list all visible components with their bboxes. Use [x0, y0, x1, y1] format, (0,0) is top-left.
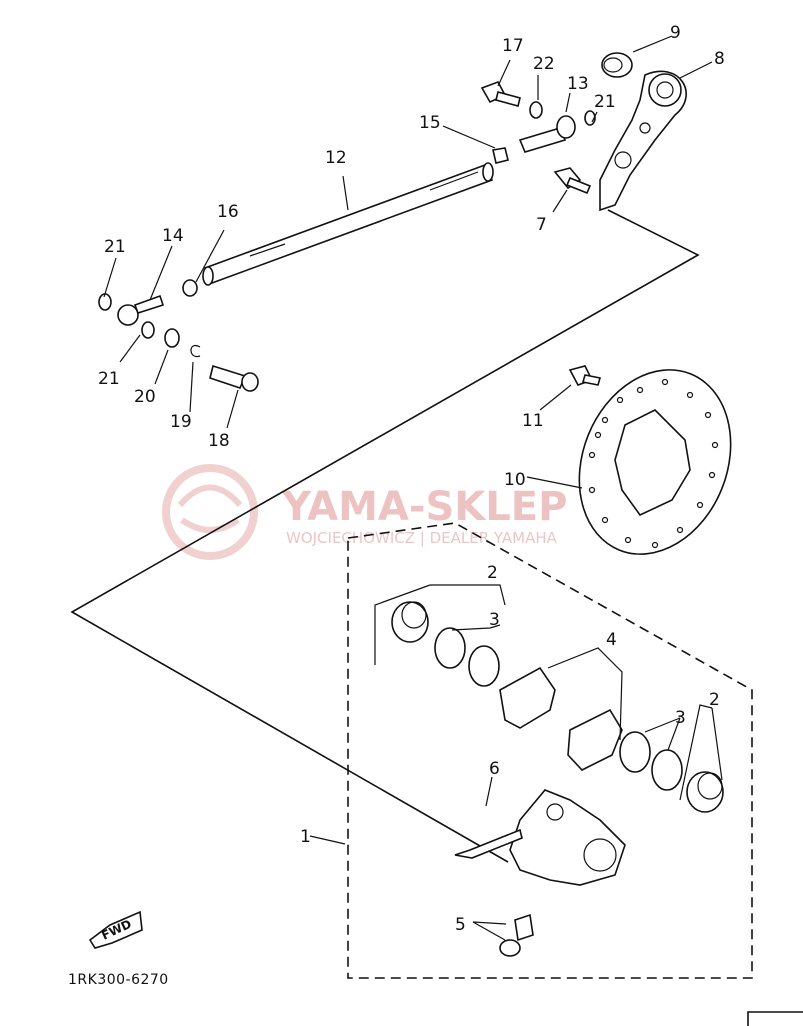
callout-9: 9: [670, 23, 681, 43]
callout-19: 19: [170, 412, 192, 432]
callout-16: 16: [217, 202, 239, 222]
watermark-subtitle: WOJCIECHOWICZ | DEALER YAMAHA: [286, 529, 558, 547]
callout-13: 13: [567, 74, 589, 94]
callout-15: 15: [419, 113, 441, 133]
watermark-title: YAMA-SKLEP: [281, 484, 567, 530]
brake-rod: [202, 162, 494, 286]
callout-5: 5: [455, 915, 466, 935]
callout-21-top: 21: [594, 92, 616, 112]
callout-8: 8: [714, 49, 725, 69]
caliper-body: [454, 789, 626, 957]
upper-hardware: [480, 81, 596, 195]
callout-2-upper: 2: [487, 563, 498, 583]
reference-lines: [70, 209, 700, 863]
brake-lever: [599, 52, 687, 212]
callout-20: 20: [134, 387, 156, 407]
callout-1: 1: [300, 827, 311, 847]
callout-3-lower: 3: [675, 708, 686, 728]
leader-lines: [103, 35, 723, 941]
callout-18: 18: [208, 431, 230, 451]
watermark-logo: [162, 464, 258, 560]
callout-11: 11: [522, 411, 544, 431]
watermark: YAMA-SKLEP WOJCIECHOWICZ | DEALER YAMAHA: [162, 464, 567, 560]
callout-21-left: 21: [104, 237, 126, 257]
callout-4: 4: [606, 630, 617, 650]
callout-3-upper: 3: [489, 610, 500, 630]
corner-mark: [747, 1011, 803, 1026]
caliper-assembly-frame: [347, 522, 753, 979]
diagram-code: 1RK300-6270: [68, 972, 169, 988]
brake-disc: [568, 365, 732, 555]
part-callouts: 9 8 17 22 13 21 15 12 7 16 14 21 21 20 1…: [98, 23, 725, 935]
callout-22: 22: [533, 54, 555, 74]
caliper-internals: [391, 601, 724, 813]
watermark-logo-mark: [177, 484, 243, 533]
fwd-arrow: FWD: [88, 910, 143, 949]
callout-2-lower: 2: [709, 690, 720, 710]
callout-10: 10: [504, 470, 526, 490]
callout-6: 6: [489, 759, 500, 779]
callout-21-bottom: 21: [98, 369, 120, 389]
callout-14: 14: [162, 226, 184, 246]
callout-17: 17: [502, 36, 524, 56]
callout-12: 12: [325, 148, 347, 168]
callout-7: 7: [536, 215, 547, 235]
rod-end-hardware: [98, 279, 259, 392]
